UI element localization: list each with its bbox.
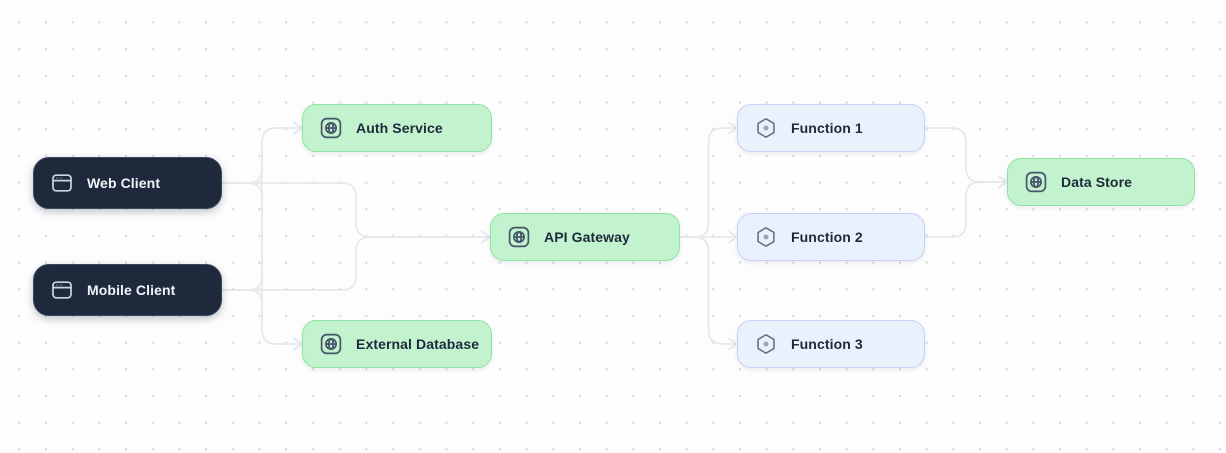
app-window-icon — [50, 278, 74, 302]
node-label: Data Store — [1061, 174, 1133, 190]
node-label: API Gateway — [544, 229, 630, 245]
node-label: External Database — [356, 336, 480, 352]
node-data-store[interactable]: Data Store — [1007, 158, 1195, 206]
node-label: Auth Service — [356, 120, 443, 136]
node-mobile-client[interactable]: Mobile Client — [33, 264, 222, 316]
node-external-database[interactable]: External Database — [302, 320, 492, 368]
node-label: Web Client — [87, 175, 161, 191]
node-function-1[interactable]: Function 1 — [737, 104, 925, 152]
node-function-2[interactable]: Function 2 — [737, 213, 925, 261]
globe-icon — [319, 332, 343, 356]
globe-icon — [507, 225, 531, 249]
node-web-client[interactable]: Web Client — [33, 157, 222, 209]
node-function-3[interactable]: Function 3 — [737, 320, 925, 368]
app-window-icon — [50, 171, 74, 195]
node-api-gateway[interactable]: API Gateway — [490, 213, 680, 261]
node-label: Mobile Client — [87, 282, 176, 298]
node-auth-service[interactable]: Auth Service — [302, 104, 492, 152]
globe-icon — [1024, 170, 1048, 194]
hexagon-dot-icon — [754, 116, 778, 140]
node-label: Function 3 — [791, 336, 863, 352]
hexagon-dot-icon — [754, 332, 778, 356]
hexagon-dot-icon — [754, 225, 778, 249]
node-label: Function 2 — [791, 229, 863, 245]
node-label: Function 1 — [791, 120, 863, 136]
globe-icon — [319, 116, 343, 140]
